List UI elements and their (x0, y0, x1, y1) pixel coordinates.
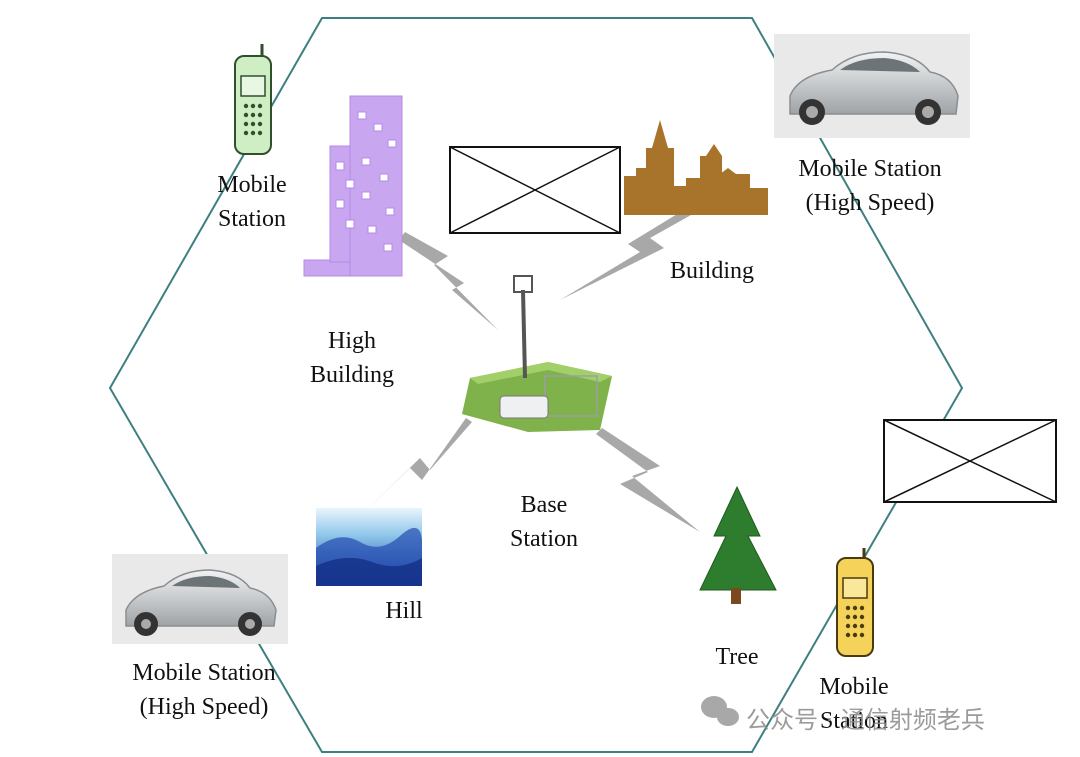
car-icon-top-right (774, 34, 970, 138)
watermark-text: 公众号 · 通信射频老兵 (746, 706, 985, 734)
car-icon-bottom-left (112, 554, 288, 644)
label-building: Building (669, 258, 754, 284)
label-tree: Tree (715, 644, 759, 670)
cell-hexagon (108, 17, 964, 753)
lightning-icon-tree (596, 428, 700, 532)
label-mobile-station-high-speed-top-right: Mobile Station(High Speed) (798, 156, 942, 216)
label-hill: Hill (385, 598, 423, 624)
obstruction-box-right (883, 419, 1057, 503)
tree-icon (699, 485, 777, 604)
high-building-icon (303, 95, 403, 277)
obstruction-box-top (449, 146, 621, 234)
base-station-icon (462, 275, 612, 432)
mobile-phone-icon-green (234, 44, 272, 155)
label-mobile-station-high-speed-bottom-left: Mobile Station(High Speed) (132, 660, 276, 720)
lightning-icon-high-building (399, 232, 498, 330)
lightning-icon-building (560, 205, 700, 300)
lightning-icon-hill (358, 418, 472, 518)
mobile-phone-icon-yellow (836, 548, 874, 657)
hill-icon (316, 508, 422, 586)
building-icon (624, 120, 768, 215)
wechat-icon (701, 696, 739, 726)
